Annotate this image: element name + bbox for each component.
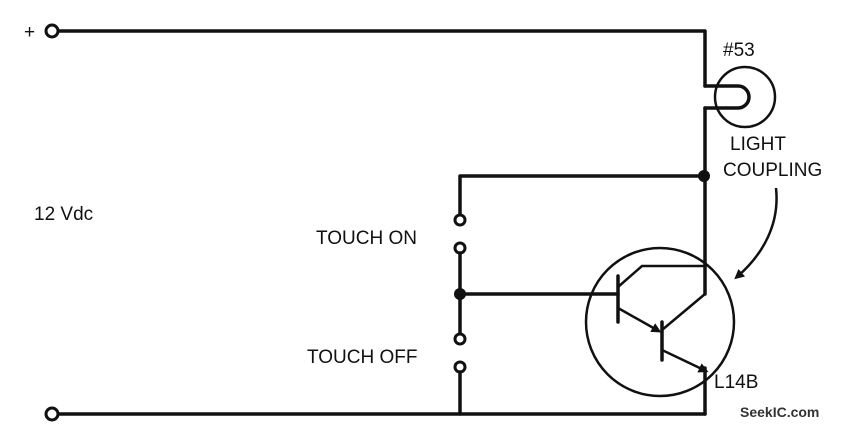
plus-label: + <box>24 22 35 43</box>
positive-rail-wire <box>56 29 707 88</box>
node-to-switch-wire <box>458 174 706 216</box>
watermark-label: SeekIC.com <box>740 404 819 420</box>
ground-terminal <box>44 406 60 422</box>
touch-off-label: TOUCH OFF <box>307 347 417 368</box>
lamp-label: #53 <box>723 40 755 61</box>
l14b-phototransistor <box>584 246 736 416</box>
touch-off-contact-upper <box>453 332 467 346</box>
positive-terminal <box>44 23 60 39</box>
touch-on-contact-upper <box>453 213 467 227</box>
touch-on-label: TOUCH ON <box>316 228 417 249</box>
lamp-53 <box>703 65 777 129</box>
coupling-label-line1: LIGHT <box>730 134 786 155</box>
coupling-arrow <box>734 187 778 280</box>
device-label: L14B <box>714 372 758 393</box>
coupling-label-line2: COUPLING <box>723 160 822 181</box>
supply-label: 12 Vdc <box>34 204 93 225</box>
